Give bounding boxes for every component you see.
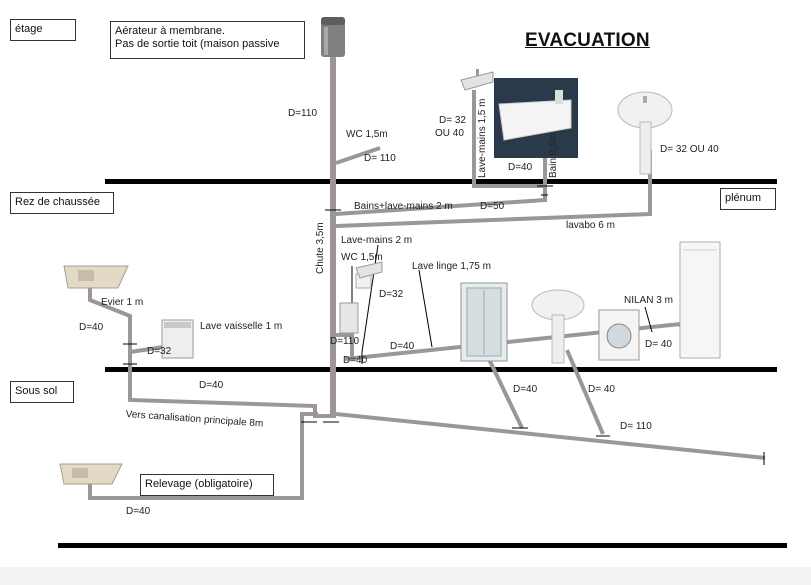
pipe-relevage — [88, 412, 318, 500]
pipe-fittings — [123, 185, 765, 465]
label-bains-lavemains: Bains+lave-mains 2 m — [354, 201, 453, 212]
label-lave-linge: Lave linge 1,75 m — [412, 261, 491, 272]
pipe-principal — [335, 412, 766, 460]
label-lavabo6: lavabo 6 m — [566, 220, 615, 231]
floor-label-sous-sol: Sous sol — [10, 381, 74, 403]
lavemains-up-icon — [460, 69, 494, 91]
washbasin-up-icon — [617, 91, 673, 175]
label-d32-a: D= 32 — [439, 115, 466, 126]
pipe-evier — [88, 268, 336, 418]
label-d110-top: D=110 — [288, 108, 318, 119]
label-d32-lv: D=32 — [147, 346, 172, 357]
label-evier: Evier 1 m — [101, 297, 144, 308]
label-d40-floor: D=40 — [390, 341, 415, 352]
label-nilan: NILAN 3 m — [624, 295, 673, 306]
label-lavemains-vert: Lave-mains 1,5 m — [477, 98, 488, 178]
label-lave-vaisselle: Lave vaisselle 1 m — [200, 321, 283, 332]
floor-slab-etage — [105, 179, 777, 184]
lavemains-rdc-icon — [355, 261, 383, 279]
label-d40-ss: D=40 — [199, 380, 224, 391]
bathtub-photo-icon — [494, 78, 578, 158]
aerateur-line-2: Pas de sortie toit (maison passive — [115, 37, 280, 50]
label-d40-shower: D=40 — [513, 384, 538, 395]
diagram-title: EVACUATION — [525, 30, 650, 51]
kitchen-sink-ss-icon — [59, 463, 123, 485]
aerateur-note: Aérateur à membrane. Pas de sortie toit … — [110, 21, 305, 59]
label-chute: Chute 3,5m — [315, 222, 326, 274]
pipe-lavabo-rdc — [565, 349, 605, 435]
label-d32-rdc: D=32 — [379, 289, 404, 300]
shower-cabin-icon — [460, 282, 508, 362]
relevage-note: Relevage (obligatoire) — [140, 474, 274, 496]
label-wc-up: WC 1,5m — [346, 129, 388, 140]
kitchen-sink-rdc-icon — [63, 265, 129, 289]
pipe-lavemains-up — [472, 90, 545, 188]
floor-slab-rdc — [105, 367, 777, 372]
label-d40-lavabo-rdc: D= 40 — [588, 384, 615, 395]
bottom-band — [0, 567, 811, 585]
label-d40-evier: D=40 — [79, 322, 104, 333]
label-d40-relevage: D=40 — [126, 506, 151, 517]
wc-rdc-icon — [339, 273, 372, 334]
nilan-unit-icon — [679, 241, 721, 359]
vent-membrane-icon — [321, 17, 345, 57]
label-bain-vert: Bain 0,5m — [548, 132, 559, 178]
pipe-wc-rdc — [336, 333, 354, 360]
pipe-bain — [335, 158, 547, 216]
floor-slab-bottom — [58, 543, 787, 548]
aerateur-line-1: Aérateur à membrane. — [115, 25, 226, 37]
label-d110-main: D= 110 — [620, 421, 652, 432]
pipe-shower — [485, 354, 524, 429]
label-d40-wc-rdc: D=40 — [343, 355, 368, 366]
floor-label-etage: étage — [10, 19, 76, 41]
label-lavemains2: Lave-mains 2 m — [341, 235, 413, 246]
main-stack — [330, 55, 336, 415]
floor-label-plenum: plénum — [720, 188, 776, 210]
dishwasher-icon — [161, 319, 194, 359]
washbasin-rdc-icon — [531, 289, 585, 364]
label-d50: D=50 — [480, 201, 505, 212]
label-d110-wc-rdc: D=110 — [330, 336, 360, 347]
label-d40-nilan: D= 40 — [645, 339, 672, 350]
label-d40-bain: D=40 — [508, 162, 533, 173]
label-d32-b: OU 40 — [435, 128, 464, 139]
label-d32-lavabo: D= 32 OU 40 — [660, 144, 719, 155]
pipe-wc-up — [335, 146, 381, 165]
floor-label-rdc: Rez de chaussée — [10, 192, 114, 214]
label-wc-rdc: WC 1,5m — [341, 252, 383, 263]
label-d110-wc-up: D= 110 — [364, 153, 396, 164]
washing-machine-icon — [598, 309, 640, 361]
